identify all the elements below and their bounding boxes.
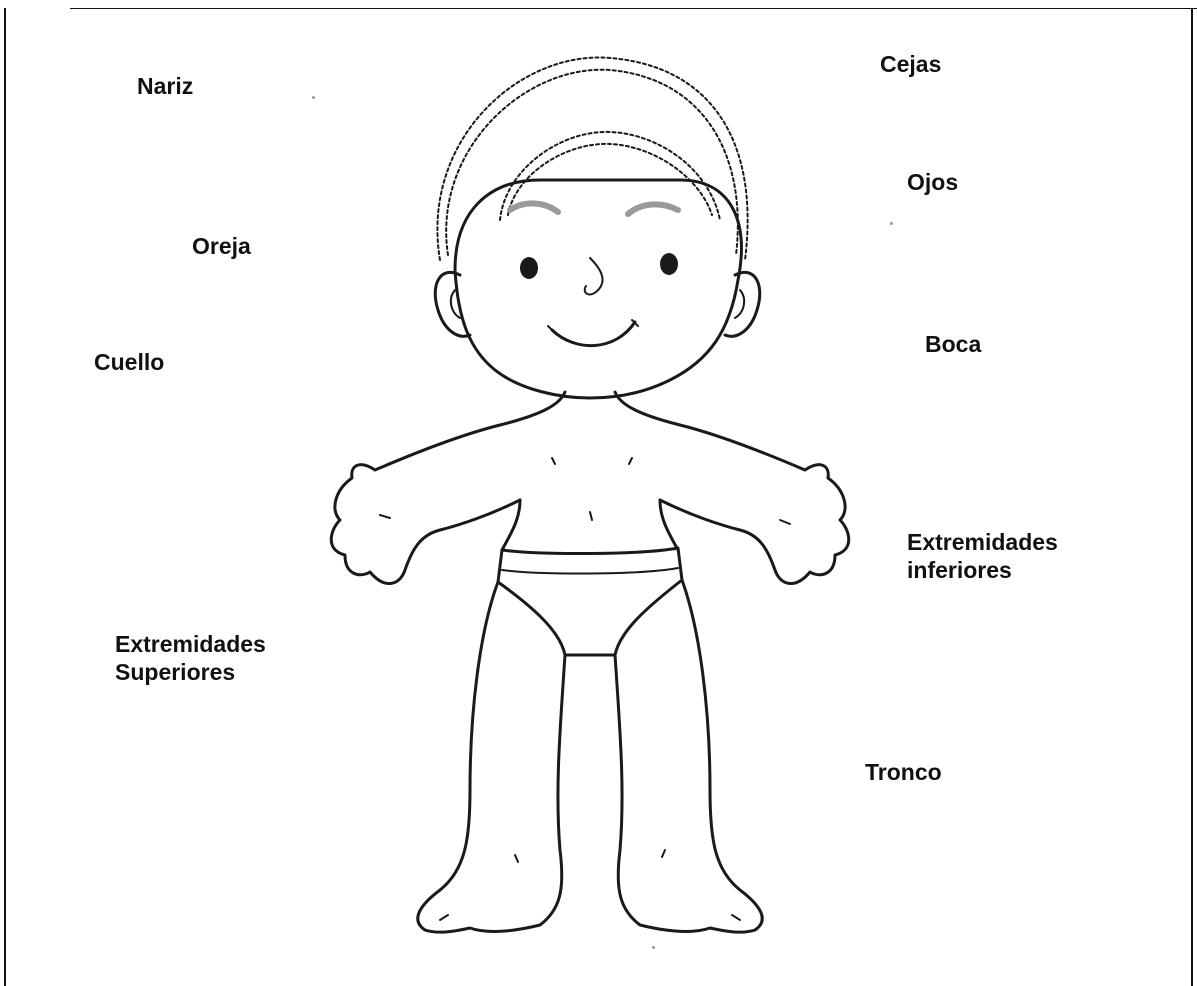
- belly-button: [590, 512, 592, 520]
- label-extremidades-superiores-line2: Superiores: [115, 658, 266, 686]
- nose: [585, 258, 603, 294]
- underwear: [498, 548, 682, 655]
- right-eyebrow: [628, 204, 678, 214]
- label-extremidades-inferiores: Extremidades inferiores: [907, 528, 1058, 584]
- label-tronco: Tronco: [865, 758, 942, 786]
- scan-speck: [890, 222, 893, 225]
- label-cejas: Cejas: [880, 50, 941, 78]
- label-cuello: Cuello: [94, 348, 164, 376]
- label-extremidades-superiores: Extremidades Superiores: [115, 630, 266, 686]
- scan-speck: [312, 96, 315, 99]
- left-eye: [520, 257, 538, 279]
- scan-speck: [652, 946, 655, 949]
- label-boca: Boca: [925, 330, 981, 358]
- right-eye: [660, 253, 678, 275]
- frame-top-border: [70, 8, 1197, 9]
- chest-mark-right: [629, 458, 632, 464]
- right-ear: [725, 272, 760, 336]
- label-extremidades-inferiores-line2: inferiores: [907, 556, 1058, 584]
- right-leg: [615, 580, 762, 932]
- label-extremidades-inferiores-line1: Extremidades: [907, 528, 1058, 556]
- hair: [437, 58, 747, 260]
- left-leg: [418, 582, 565, 932]
- frame-right-border: [1191, 8, 1193, 986]
- mouth: [552, 322, 635, 346]
- label-oreja: Oreja: [192, 232, 251, 260]
- frame-left-border: [4, 8, 6, 986]
- right-arm: [615, 392, 849, 584]
- chest-mark-left: [552, 458, 555, 464]
- child-body-illustration: [290, 30, 870, 970]
- left-eyebrow: [510, 203, 558, 212]
- label-ojos: Ojos: [907, 168, 958, 196]
- left-arm: [331, 392, 565, 584]
- label-nariz: Nariz: [137, 72, 193, 100]
- label-extremidades-superiores-line1: Extremidades: [115, 630, 266, 658]
